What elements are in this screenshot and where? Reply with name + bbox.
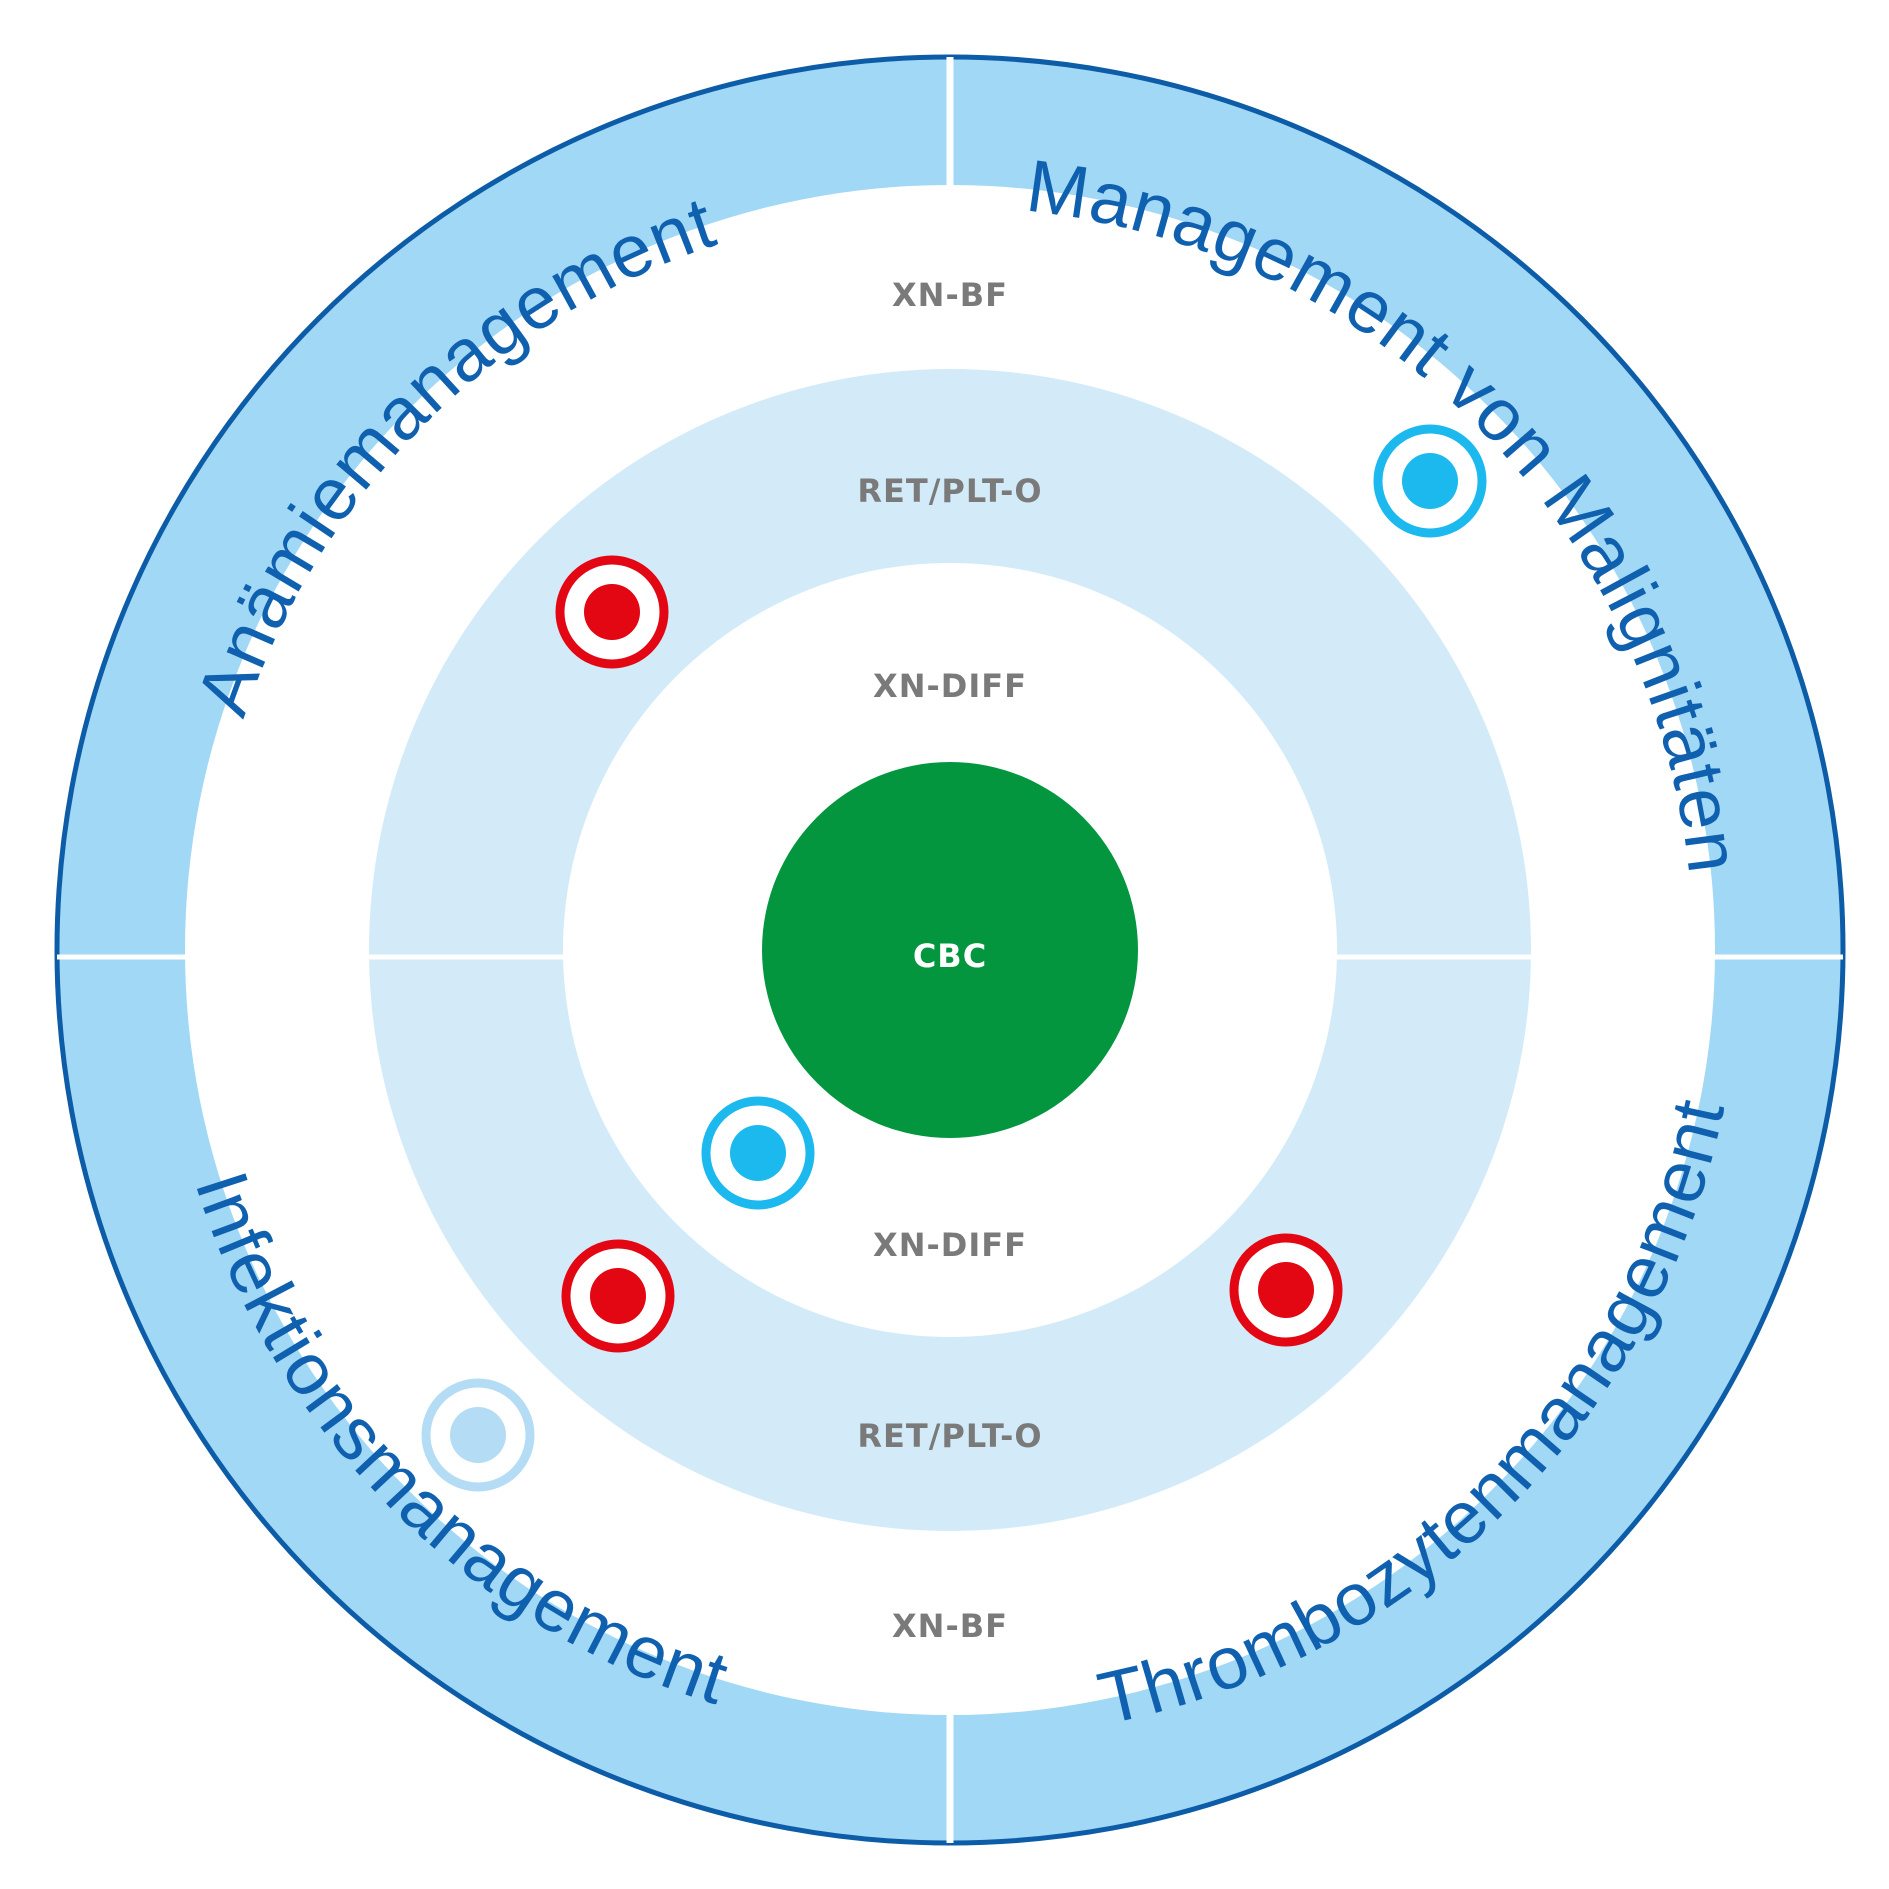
marker-light-bottom-left: [421, 1378, 535, 1492]
ring-label-xn-bf-bottom: XN-BF: [892, 1607, 1008, 1645]
core-label: CBC: [913, 937, 987, 975]
ring-label-xn-diff-bottom: XN-DIFF: [873, 1226, 1027, 1264]
marker-red-bottom-right: [1229, 1233, 1343, 1347]
marker-cyan-center-left: [701, 1096, 815, 1210]
ring-label-xn-diff-top: XN-DIFF: [873, 667, 1027, 705]
ring-label-ret-plt-bottom: RET/PLT-O: [857, 1417, 1042, 1455]
core-circle: [762, 762, 1138, 1138]
marker-red-bottom-left: [561, 1239, 675, 1353]
ring-label-xn-bf-top: XN-BF: [892, 276, 1008, 314]
marker-cyan-top-right: [1373, 424, 1487, 538]
marker-red-top-left: [555, 555, 669, 669]
ring-label-ret-plt-top: RET/PLT-O: [857, 472, 1042, 510]
